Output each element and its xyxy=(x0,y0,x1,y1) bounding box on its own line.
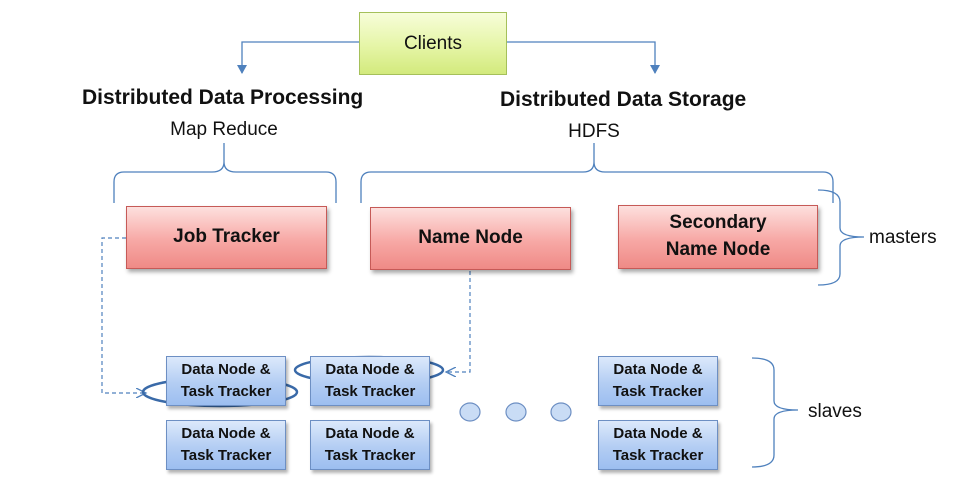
data-node-label: Data Node & xyxy=(613,360,703,378)
masters-brace xyxy=(817,189,865,286)
slave-node-3: Data Node & Task Tracker xyxy=(598,356,718,406)
job-tracker-dashed-arrow xyxy=(101,237,146,393)
task-tracker-label: Task Tracker xyxy=(612,383,704,400)
task-tracker-label: Task Tracker xyxy=(324,447,416,464)
slave-node-2: Data Node & Task Tracker xyxy=(310,356,430,406)
secondary-name-node-line2: Name Node xyxy=(665,239,771,260)
clients-to-storage-arrow xyxy=(507,41,660,74)
slave-node-1: Data Node & Task Tracker xyxy=(166,356,286,406)
job-tracker-label: Job Tracker xyxy=(173,226,280,248)
slaves-brace xyxy=(751,357,799,468)
data-node-label: Data Node & xyxy=(325,424,415,442)
clients-label: Clients xyxy=(403,32,463,54)
slaves-label: slaves xyxy=(808,401,862,422)
processing-subtitle: Map Reduce xyxy=(170,119,278,140)
storage-title: Distributed Data Storage xyxy=(500,88,747,111)
slave-node-5: Data Node & Task Tracker xyxy=(310,420,430,470)
job-tracker-box: Job Tracker xyxy=(126,206,327,269)
slave-node-6: Data Node & Task Tracker xyxy=(598,420,718,470)
data-node-label: Data Node & xyxy=(181,360,271,378)
masters-label: masters xyxy=(869,227,937,248)
name-node-box: Name Node xyxy=(370,207,571,270)
secondary-name-node-line1: Secondary xyxy=(669,212,767,234)
processing-brace xyxy=(113,143,337,203)
data-node-label: Data Node & xyxy=(613,424,703,442)
task-tracker-label: Task Tracker xyxy=(180,447,272,464)
ellipsis-dots xyxy=(459,402,572,422)
task-tracker-label: Task Tracker xyxy=(324,383,416,400)
storage-brace xyxy=(360,143,834,203)
storage-subtitle: HDFS xyxy=(568,121,620,142)
secondary-name-node-box: Secondary Name Node xyxy=(618,205,818,269)
data-node-label: Data Node & xyxy=(325,360,415,378)
task-tracker-label: Task Tracker xyxy=(612,447,704,464)
name-node-label: Name Node xyxy=(418,227,523,249)
task-tracker-label: Task Tracker xyxy=(180,383,272,400)
slave-node-4: Data Node & Task Tracker xyxy=(166,420,286,470)
processing-title: Distributed Data Processing xyxy=(82,86,364,109)
name-node-dashed-arrow xyxy=(446,271,471,372)
clients-box: Clients xyxy=(359,12,507,75)
data-node-label: Data Node & xyxy=(181,424,271,442)
clients-to-processing-arrow xyxy=(237,41,359,74)
